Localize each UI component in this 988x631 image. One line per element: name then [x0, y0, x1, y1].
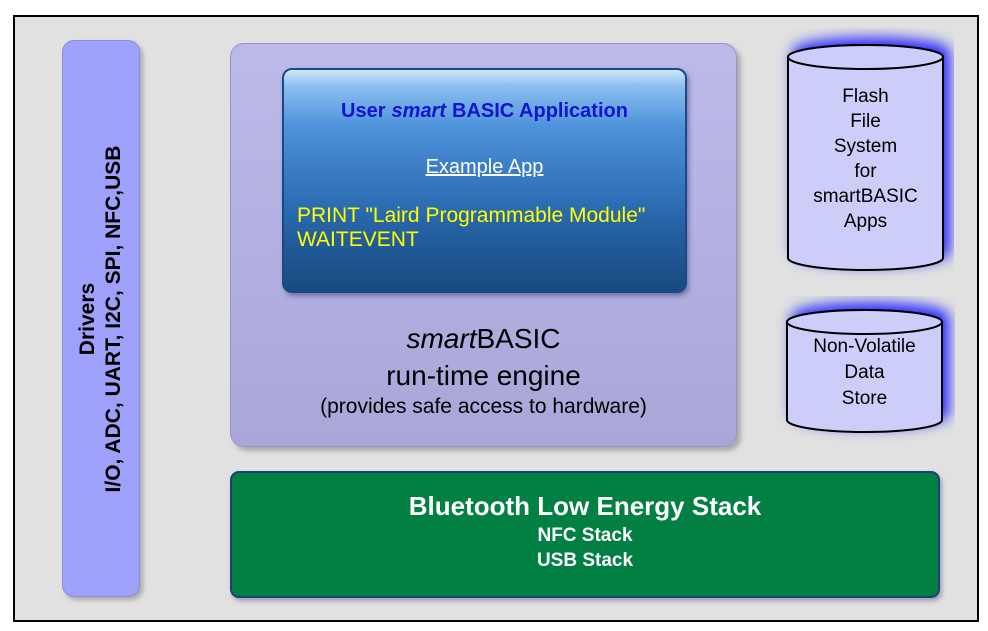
nv-line-3: Store [841, 388, 888, 409]
nv-cylinder-shape [786, 309, 943, 433]
drivers-bar-peripherals: I/O, ADC, UART, I2C, SPI, NFC,USB [102, 145, 125, 492]
usb-stack-label: USB Stack [536, 550, 634, 571]
engine-subtitle: run-time engine [386, 360, 581, 391]
app-title-rest: BASIC Application [452, 100, 628, 122]
code-line-waitevent: WAITEVENT [297, 228, 419, 251]
engine-title: smartBASIC [230, 320, 737, 358]
nv-cylinder-label: Non-Volatile Data Store [787, 334, 942, 412]
drivers-bar-title: Drivers [76, 282, 99, 355]
drivers-bar-text: Drivers I/O, ADC, UART, I2C, SPI, NFC,US… [75, 145, 127, 492]
drivers-bar: Drivers I/O, ADC, UART, I2C, SPI, NFC,US… [62, 40, 140, 597]
flash-cylinder-shape [787, 44, 944, 271]
code-line-print: PRINT "Laird Programmable Module" [297, 204, 646, 227]
nfc-stack-label: NFC Stack [537, 525, 633, 546]
flash-line-3: System [833, 136, 898, 157]
app-title-user: User [341, 100, 386, 122]
example-app-link[interactable]: Example App [425, 156, 544, 178]
example-app-link-row: Example App [284, 156, 685, 179]
app-title-smart: smart [391, 100, 447, 122]
engine-title-basic: BASIC [476, 323, 561, 354]
ble-stack-label: Bluetooth Low Energy Stack [408, 491, 762, 521]
flash-line-2: File [850, 111, 881, 132]
flash-line-5: smartBASIC [813, 186, 918, 207]
protocol-stack-box: Bluetooth Low Energy Stack NFC Stack USB… [230, 471, 940, 598]
flash-line-6: Apps [843, 211, 888, 232]
app-code-block: PRINT "Laird Programmable Module" WAITEV… [297, 204, 677, 252]
nv-line-2: Data [844, 362, 885, 383]
engine-note: (provides safe access to hardware) [320, 395, 647, 418]
engine-caption: smartBASIC run-time engine (provides saf… [230, 320, 737, 420]
flash-line-1: Flash [842, 86, 889, 107]
flash-line-4: for [854, 161, 877, 182]
nv-line-1: Non-Volatile [813, 336, 916, 357]
engine-title-smart: smart [406, 323, 477, 354]
flash-cylinder-label: Flash File System for smartBASIC Apps [788, 84, 943, 234]
